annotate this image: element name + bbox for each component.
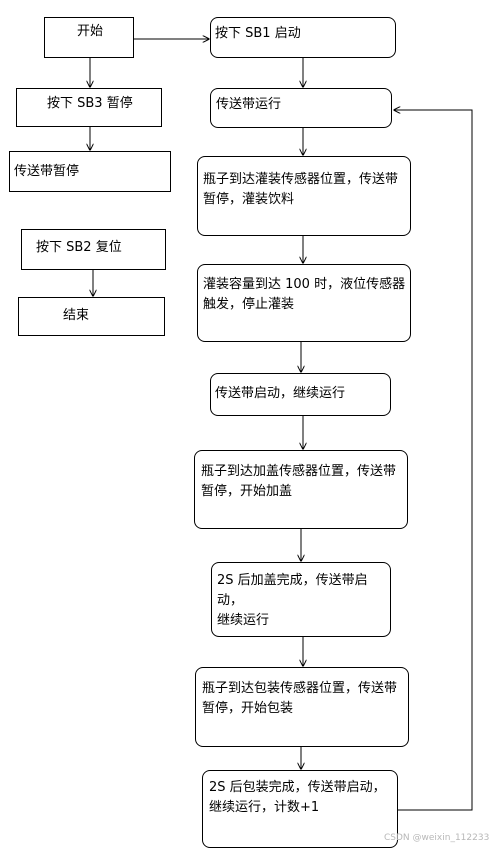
level-sensor-box: 灌装容量到达 100 时，液位传感器 触发，停止灌装 xyxy=(197,264,411,342)
level-sensor-label: 灌装容量到达 100 时，液位传感器 触发，停止灌装 xyxy=(203,277,406,312)
start-box: 开始 xyxy=(44,17,134,58)
end-box: 结束 xyxy=(18,297,165,336)
press-sb3-box: 按下 SB3 暂停 xyxy=(16,88,162,127)
arrow-loop-back-to-run xyxy=(394,110,473,811)
fill-sensor-label: 瓶子到达灌装传感器位置，传送带 暂停，灌装饮料 xyxy=(203,172,399,207)
cap-done-label: 2S 后加盖完成，传送带启动， 继续运行 xyxy=(217,573,368,628)
fill-sensor-box: 瓶子到达灌装传感器位置，传送带 暂停，灌装饮料 xyxy=(197,156,411,236)
pack-done-box: 2S 后包装完成，传送带启动， 继续运行，计数+1 xyxy=(202,770,398,848)
press-sb1-label: 按下 SB1 启动 xyxy=(215,26,301,41)
belt-pause-box: 传送带暂停 xyxy=(9,151,171,192)
pack-sensor-box: 瓶子到达包装传感器位置，传送带 暂停，开始包装 xyxy=(195,667,409,747)
press-sb3-label: 按下 SB3 暂停 xyxy=(47,96,133,111)
belt-pause-label: 传送带暂停 xyxy=(14,164,80,179)
start-label: 开始 xyxy=(77,24,104,39)
belt-restart-box: 传送带启动，继续运行 xyxy=(210,373,391,416)
belt-run-label: 传送带运行 xyxy=(216,97,282,112)
press-sb2-label: 按下 SB2 复位 xyxy=(36,240,122,255)
belt-restart-label: 传送带启动，继续运行 xyxy=(215,386,346,401)
press-sb1-box: 按下 SB1 启动 xyxy=(210,17,396,58)
pack-sensor-label: 瓶子到达包装传感器位置，传送带 暂停，开始包装 xyxy=(202,681,398,716)
cap-done-box: 2S 后加盖完成，传送带启动， 继续运行 xyxy=(211,562,391,637)
end-label: 结束 xyxy=(63,308,90,323)
watermark: CSDN @weixin_112233 xyxy=(384,833,490,843)
cap-sensor-box: 瓶子到达加盖传感器位置，传送带 暂停，开始加盖 xyxy=(194,450,408,529)
pack-done-label: 2S 后包装完成，传送带启动， 继续运行，计数+1 xyxy=(209,780,386,815)
belt-run-box: 传送带运行 xyxy=(210,88,392,128)
cap-sensor-label: 瓶子到达加盖传感器位置，传送带 暂停，开始加盖 xyxy=(201,464,397,499)
press-sb2-box: 按下 SB2 复位 xyxy=(21,229,166,270)
